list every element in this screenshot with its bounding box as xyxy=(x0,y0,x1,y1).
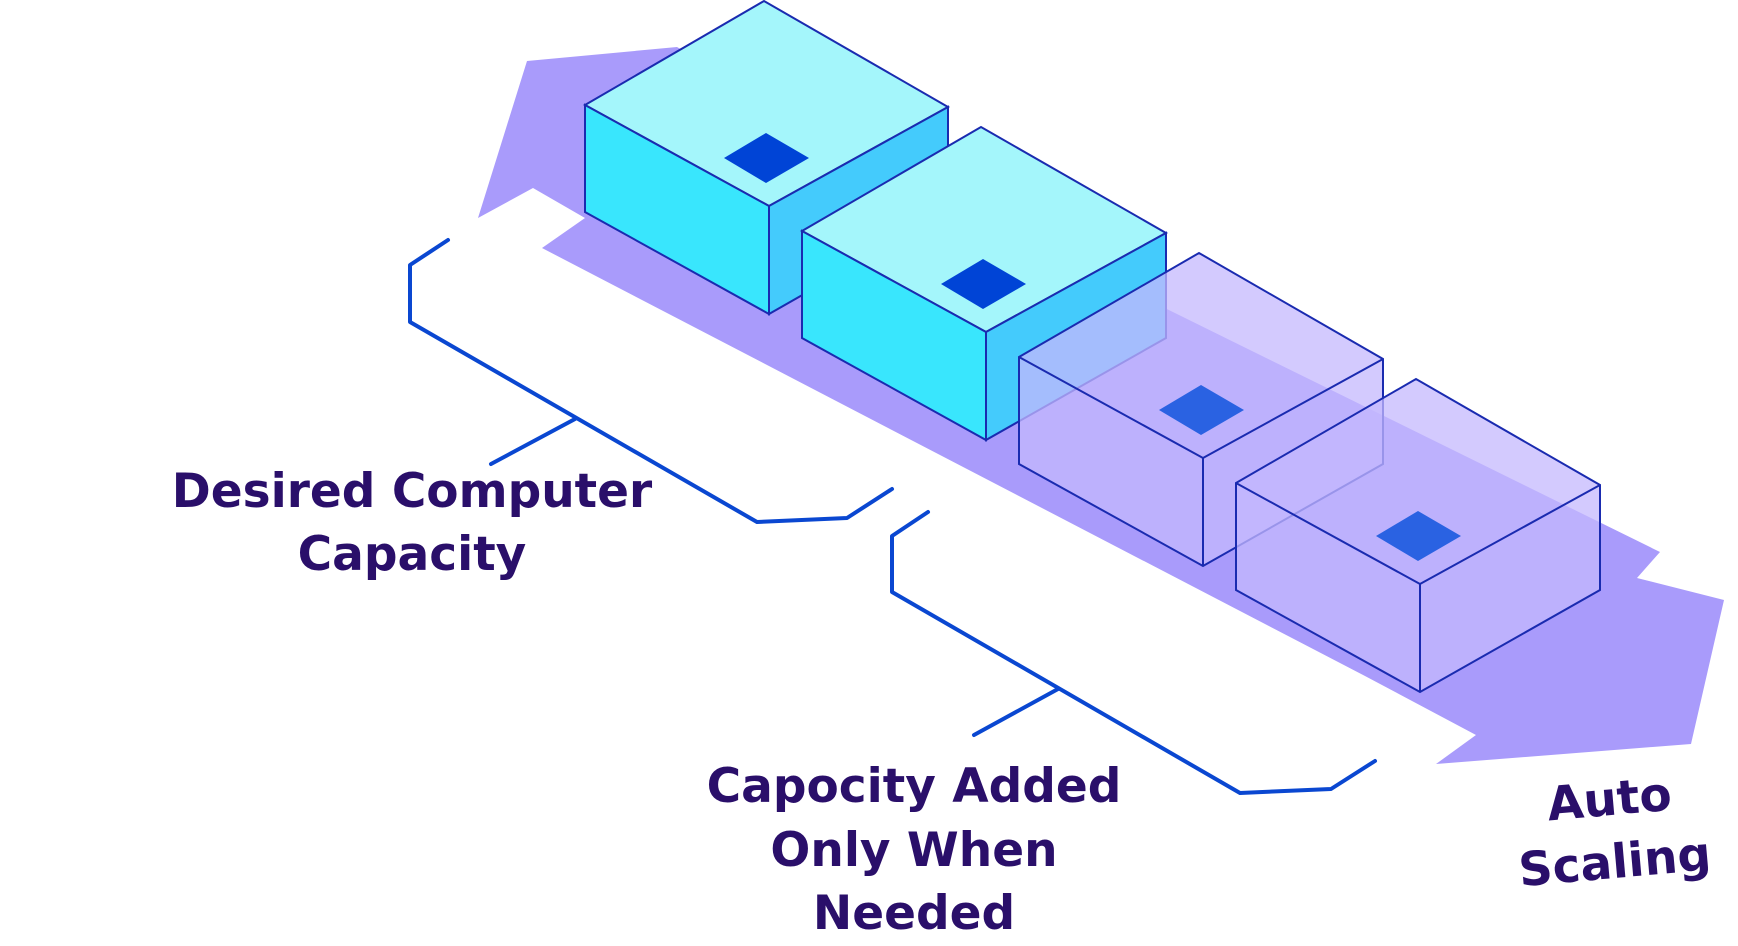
auto-scaling-line-2: Scaling xyxy=(1516,827,1713,899)
auto-scaling-line-1: Auto xyxy=(1545,767,1674,833)
server-2-chip xyxy=(941,259,1026,309)
server-3-chip xyxy=(1159,385,1244,435)
desired-capacity-line-1: Desired Computer xyxy=(172,464,653,519)
server-4 xyxy=(1235,377,1601,694)
capacity-added-line-2: Only When xyxy=(770,823,1057,878)
server-4-chip xyxy=(1376,511,1461,561)
server-1-chip xyxy=(724,133,809,183)
desired-capacity-line-2: Capacity xyxy=(298,527,527,582)
capacity-added-line-1: Capocity Added xyxy=(707,759,1122,814)
capacity-added-line-3: Needed xyxy=(813,886,1015,941)
desired-capacity-bracket xyxy=(408,238,894,524)
added-capacity-bracket xyxy=(890,510,1377,795)
auto-scaling-label: Auto Scaling xyxy=(1516,767,1713,899)
capacity-added-label: Capocity Added Only When Needed xyxy=(707,759,1122,941)
desired-capacity-label: Desired Computer Capacity xyxy=(172,464,653,582)
